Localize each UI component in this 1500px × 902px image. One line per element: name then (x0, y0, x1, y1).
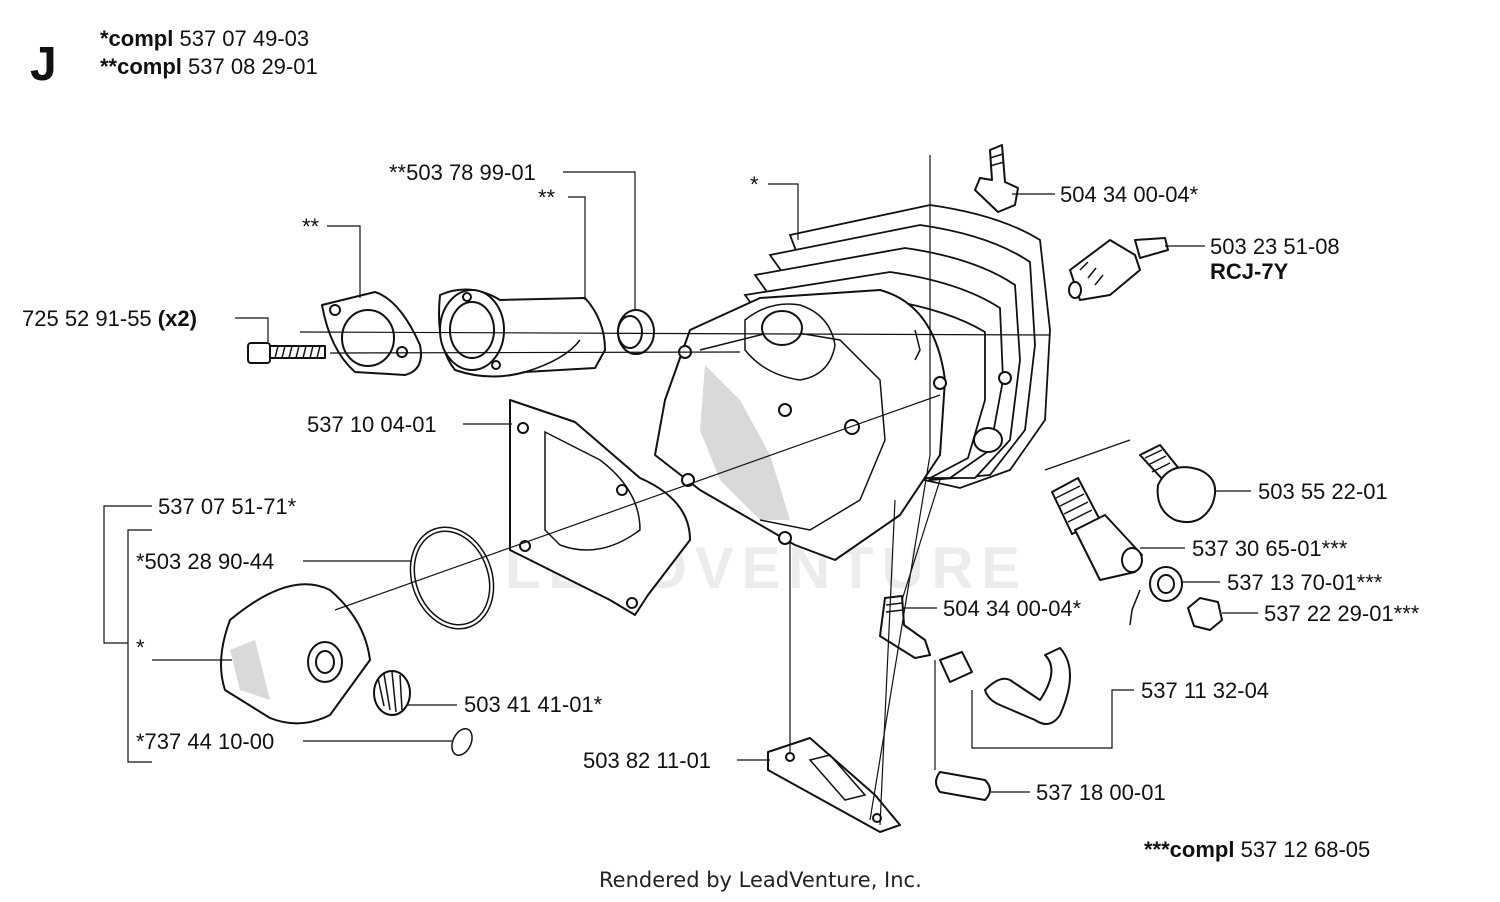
callout-needle-bearing: 503 41 41-01* (464, 692, 603, 717)
section-letter: J (30, 38, 57, 91)
callout-nipple-top: 504 34 00-04* (1060, 182, 1199, 207)
callout-screw: 725 52 91-55 (x2) (22, 306, 197, 331)
plug-screw-drawing (1139, 444, 1216, 524)
assembly-axis-lines (299, 155, 1131, 826)
callout-decomp-valve: 537 30 65-01*** (1192, 536, 1348, 561)
leader-lines (103, 171, 1258, 793)
compl-single: *compl 537 07 49-03 (100, 26, 309, 51)
callout-plug-screw: 503 55 22-01 (1258, 479, 1388, 504)
cylinder-drawing (654, 204, 1051, 561)
callout-spark-plug: 503 23 51-08 (1210, 234, 1340, 259)
hose-drawing (939, 589, 1141, 725)
callout-circlip: *737 44 10-00 (136, 729, 274, 754)
callout-spark-plug-type: RCJ-7Y (1210, 259, 1289, 284)
intake-seal-drawing (617, 309, 655, 355)
callout-piston-kit: 537 07 51-71* (158, 494, 297, 519)
plug-drawing (935, 771, 991, 801)
needle-bearing-drawing (373, 670, 411, 716)
callout-banjo-bolt: 537 22 29-01*** (1264, 601, 1420, 626)
callout-cylinder-gasket: 537 10 04-01 (307, 412, 437, 437)
callout-piston: * (136, 635, 145, 660)
callout-intake-gasket: ** (302, 214, 320, 239)
nipple-top-drawing (974, 144, 1019, 213)
cylinder-gasket-drawing (509, 399, 691, 616)
spark-plug-drawing (1068, 237, 1169, 301)
callout-washer: 537 13 70-01*** (1227, 570, 1383, 595)
callout-base-gasket: 503 82 11-01 (583, 748, 711, 773)
compl-triple: ***compl 537 12 68-05 (1144, 837, 1370, 862)
circlip-drawing (451, 728, 473, 756)
compl-double: **compl 537 08 29-01 (100, 54, 318, 79)
piston-drawing (220, 583, 371, 725)
banjo-bolt-drawing (1187, 597, 1223, 631)
callout-nipple-bottom: 504 34 00-04* (943, 596, 1082, 621)
footer-credit: Rendered by LeadVenture, Inc. (599, 868, 922, 892)
base-gasket-drawing (767, 737, 901, 833)
washer-drawing (1149, 566, 1183, 602)
callout-hose: 537 11 32-04 (1141, 678, 1269, 703)
decomp-valve-drawing (1051, 477, 1143, 581)
piston-ring-drawing (409, 526, 495, 630)
callout-plug: 537 18 00-01 (1036, 780, 1166, 805)
intake-gasket-drawing (321, 291, 422, 376)
nipple-bottom-drawing (879, 595, 931, 659)
callout-cylinder: * (750, 172, 759, 197)
callout-intake-seal: **503 78 99-01 (389, 160, 536, 185)
screw-drawing (247, 342, 326, 364)
callout-piston-ring: *503 28 90-44 (136, 549, 274, 574)
callout-intake-flange: ** (538, 185, 556, 210)
